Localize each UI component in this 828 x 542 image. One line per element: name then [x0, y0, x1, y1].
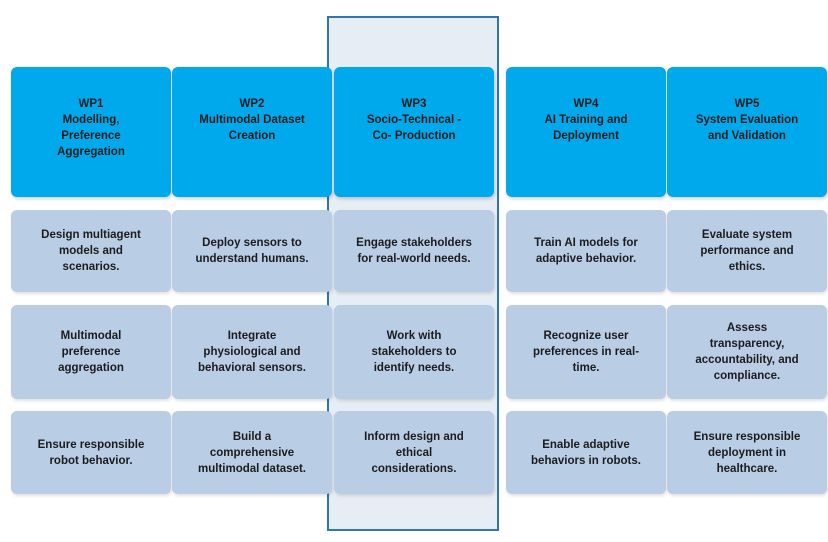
wp1-task-2: Multimodal preference aggregation [11, 305, 171, 399]
wp4-header: WP4 AI Training and Deployment [506, 67, 666, 197]
wp3-task-1: Engage stakeholders for real-world needs… [334, 210, 494, 292]
wp4-task-3: Enable adaptive behaviors in robots. [506, 411, 666, 494]
wp3-task-3: Inform design and ethical considerations… [334, 411, 494, 494]
wp2-task-2: Integrate physiological and behavioral s… [172, 305, 332, 399]
wp2-task-1: Deploy sensors to understand humans. [172, 210, 332, 292]
wp4-task-1: Train AI models for adaptive behavior. [506, 210, 666, 292]
wp3-header: WP3 Socio-Technical - Co- Production [334, 67, 494, 197]
wp4-task-2: Recognize user preferences in real- time… [506, 305, 666, 399]
wp5-task-2: Assess transparency, accountability, and… [667, 305, 827, 399]
wp1-task-3: Ensure responsible robot behavior. [11, 411, 171, 494]
wp1-task-1: Design multiagent models and scenarios. [11, 210, 171, 292]
wp2-header: WP2 Multimodal Dataset Creation [172, 67, 332, 197]
wp5-header: WP5 System Evaluation and Validation [667, 67, 827, 197]
wp2-task-3: Build a comprehensive multimodal dataset… [172, 411, 332, 494]
wp1-header: WP1 Modelling, Preference Aggregation [11, 67, 171, 197]
wp5-task-3: Ensure responsible deployment in healthc… [667, 411, 827, 494]
wp5-task-1: Evaluate system performance and ethics. [667, 210, 827, 292]
wp3-task-2: Work with stakeholders to identify needs… [334, 305, 494, 399]
